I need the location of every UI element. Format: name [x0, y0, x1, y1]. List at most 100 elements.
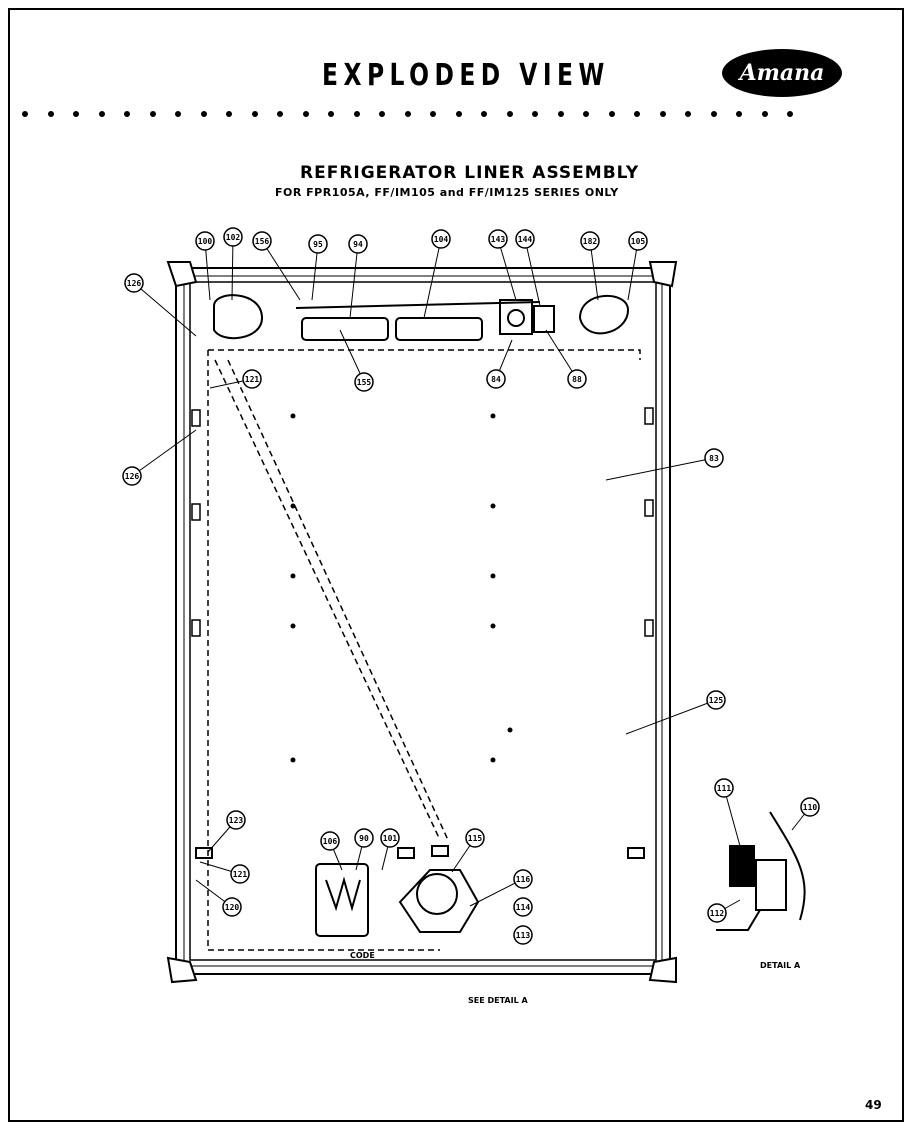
callout-bubble — [348, 234, 368, 254]
divider-dot — [328, 111, 334, 117]
callout-number: 111 — [717, 784, 732, 793]
callout-number: 123 — [229, 816, 244, 825]
callout-bubble — [242, 369, 262, 389]
callout-number: 144 — [518, 235, 533, 244]
divider-dot — [455, 111, 462, 117]
callout-number: 116 — [516, 875, 531, 884]
callout-110: 110 — [791, 797, 820, 831]
callout-number: 113 — [516, 931, 531, 940]
callout-bubble — [222, 897, 242, 917]
detail-a-label: DETAIL A — [760, 961, 801, 970]
callout-number: 83 — [709, 454, 719, 463]
dotted-divider — [22, 108, 802, 120]
callout-182: 182 — [580, 231, 600, 301]
callout-number: 121 — [245, 375, 260, 384]
detail-a-sketch — [716, 811, 806, 931]
callout-155: 155 — [339, 329, 374, 392]
callout-number: 88 — [572, 375, 582, 384]
light-bulbs — [213, 294, 630, 339]
callout-90: 90 — [354, 828, 374, 871]
callout-bubble — [380, 828, 400, 848]
divider-dot — [277, 111, 283, 117]
leader-line — [589, 240, 599, 301]
callout-number: 110 — [803, 803, 818, 812]
callout-bubble — [580, 231, 600, 251]
leader-line — [261, 240, 301, 301]
callout-bubble — [707, 903, 727, 923]
callout-121: 121 — [209, 369, 262, 389]
callout-bubble — [714, 778, 734, 798]
callout-number: 94 — [353, 240, 363, 249]
divider-dot — [710, 111, 717, 117]
callout-number: 101 — [383, 834, 398, 843]
callout-bubble — [486, 369, 506, 389]
liner-frame — [175, 267, 671, 975]
callout-bubble — [465, 828, 485, 848]
callout-number: 126 — [127, 279, 142, 288]
divider-dot — [302, 111, 309, 117]
corner-brackets — [166, 261, 678, 984]
page-title: EXPLODED VIEW — [322, 58, 610, 93]
page-number: 49 — [865, 1098, 882, 1112]
divider-dot — [430, 111, 436, 117]
divider-dot — [379, 111, 385, 117]
callout-number: 126 — [125, 472, 140, 481]
callout-101: 101 — [380, 828, 400, 871]
callout-number: 102 — [226, 233, 241, 242]
callout-123: 123 — [207, 810, 246, 853]
divider-dot — [251, 111, 258, 117]
callout-bubble — [122, 466, 142, 486]
see-detail-label: SEE DETAIL A — [468, 996, 528, 1005]
callout-106: 106 — [320, 831, 343, 871]
callout-number: 115 — [468, 834, 483, 843]
divider-dot — [22, 111, 28, 117]
callout-number: 95 — [313, 240, 323, 249]
callout-bubble — [124, 273, 144, 293]
divider-dot — [506, 111, 513, 117]
callout-bubble — [226, 810, 246, 830]
callout-bubble — [628, 231, 648, 251]
callout-83: 83 — [605, 448, 724, 481]
divider-dot — [736, 111, 742, 117]
callout-bubble — [354, 372, 374, 392]
callout-bubble — [800, 797, 820, 817]
callout-number: 120 — [225, 903, 240, 912]
callout-number: 121 — [233, 870, 248, 879]
divider-dot — [404, 111, 411, 117]
divider-dot — [226, 111, 232, 117]
bottom-code-mark: CODE — [350, 951, 375, 960]
callout-bubble — [515, 229, 535, 249]
divider-dot — [557, 111, 564, 117]
leader-line — [497, 238, 517, 301]
control-housing — [295, 299, 555, 341]
divider-dot — [659, 111, 666, 117]
callout-bubble — [513, 925, 533, 945]
page-frame — [8, 8, 904, 1122]
divider-dot — [149, 111, 156, 117]
amana-logo: Amana — [722, 49, 842, 97]
callout-bubble — [223, 227, 243, 247]
leader-line — [524, 238, 541, 307]
divider-dot — [98, 111, 105, 117]
divider-dot — [634, 111, 640, 117]
divider-dot — [47, 111, 54, 117]
callout-number: 182 — [583, 237, 598, 246]
callout-102: 102 — [223, 227, 243, 301]
callout-number: 84 — [491, 375, 501, 384]
callout-113: 113 — [513, 925, 533, 945]
callout-94: 94 — [348, 234, 368, 319]
callout-112: 112 — [707, 899, 741, 923]
callout-bubble — [308, 234, 328, 254]
callout-bubble — [704, 448, 724, 468]
callout-bubble — [431, 229, 451, 249]
callout-bubble — [252, 231, 272, 251]
callout-126: 126 — [124, 273, 197, 337]
divider-dot — [761, 111, 768, 117]
leader-line — [133, 282, 197, 337]
divider-dot — [532, 111, 538, 117]
divider-dot — [583, 111, 589, 117]
callout-115: 115 — [451, 828, 485, 873]
divider-dot — [175, 111, 181, 117]
callout-number: 114 — [516, 903, 531, 912]
